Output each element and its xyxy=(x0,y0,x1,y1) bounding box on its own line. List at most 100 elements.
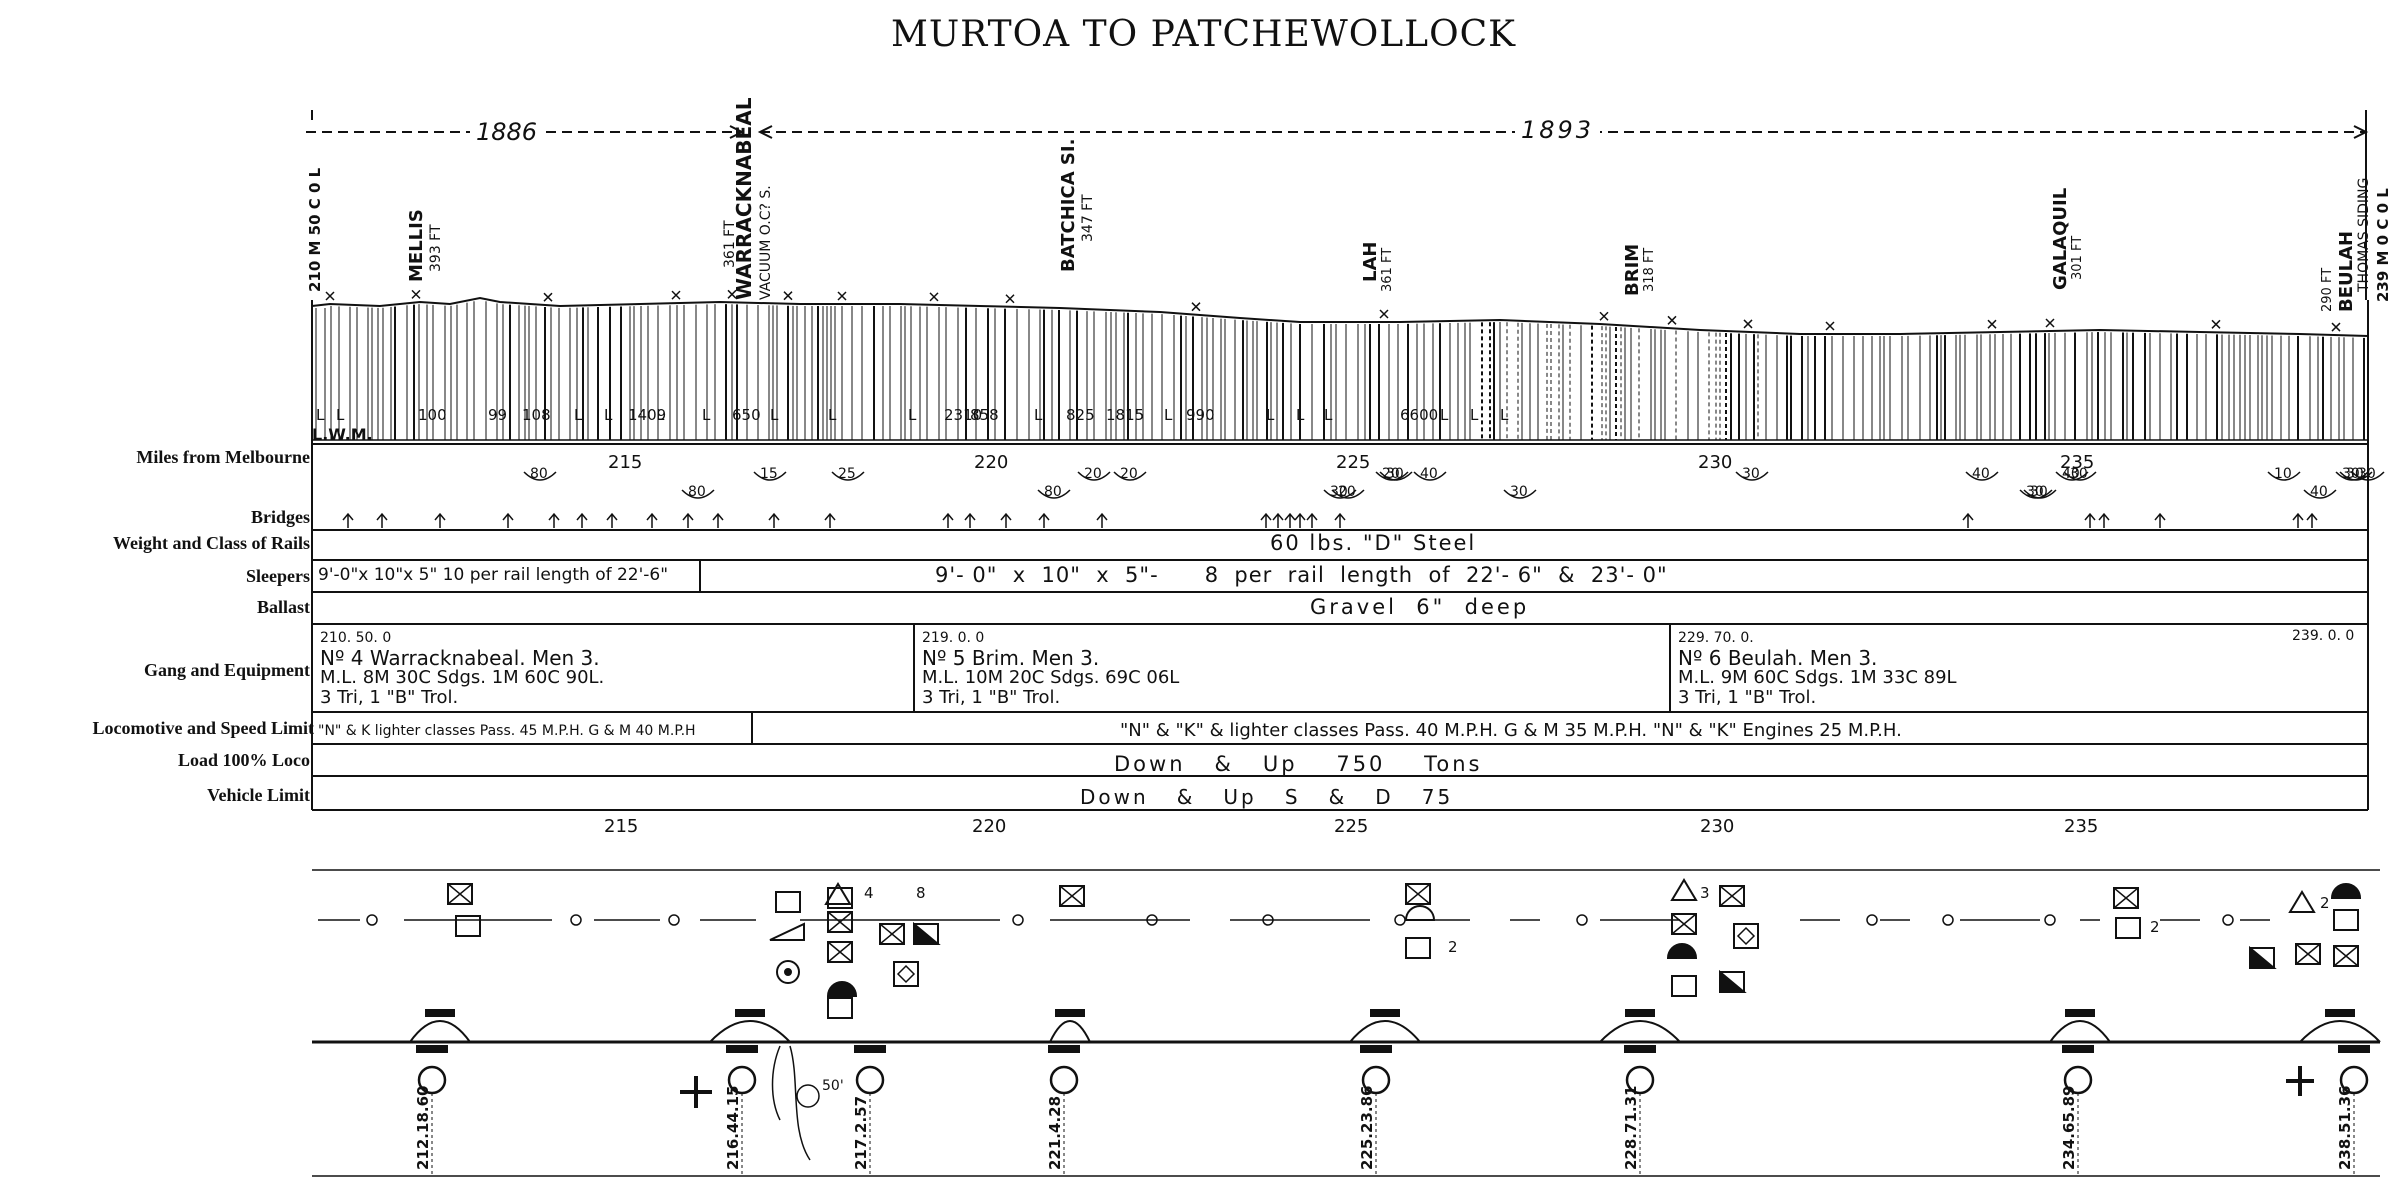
mile-mark-235: 235 xyxy=(2060,452,2095,473)
mile-mark-220: 220 xyxy=(974,452,1009,473)
speed-limit: 20 xyxy=(1338,484,1356,500)
row-label-ballast: Ballast xyxy=(256,597,310,617)
equipment-box xyxy=(827,997,853,1019)
telegraph-circle xyxy=(570,914,582,926)
speed-arc xyxy=(523,471,557,481)
yard-platform xyxy=(1625,1009,1655,1017)
equipment-diamond-frame xyxy=(1733,923,1759,949)
speed-arc xyxy=(2351,471,2385,481)
telegraph-circle xyxy=(2222,914,2234,926)
signal-count: 3 xyxy=(1700,884,1710,902)
profile-cross xyxy=(1987,319,1997,329)
yard-siding xyxy=(1049,1020,1091,1043)
equipment-cross xyxy=(447,883,473,905)
speed-limit: 30 xyxy=(2026,484,2044,500)
profile-cross xyxy=(2211,319,2221,329)
equipment-box xyxy=(455,915,481,937)
profile-label: L xyxy=(702,406,711,424)
equipment-box xyxy=(775,891,801,913)
gang-section-6: 229. 70. 0. Nº 6 Beulah. Men 3. M.L. 9M … xyxy=(1678,628,1957,708)
gang-6-title: Nº 6 Beulah. Men 3. xyxy=(1678,646,1878,670)
profile-label: 2310 xyxy=(944,406,983,424)
yard-platform xyxy=(735,1009,765,1017)
bridge-arrow xyxy=(712,512,724,528)
gang-4-title: Nº 4 Warracknabeal. Men 3. xyxy=(320,646,600,670)
speed-arc xyxy=(1379,471,1413,481)
equipment-cross xyxy=(1059,885,1085,907)
station-brim: BRIM xyxy=(1622,243,1643,296)
mile-mark-215-lower: 215 xyxy=(604,816,639,837)
start-mileage: 210 M 50 C 0 L xyxy=(306,167,324,292)
depot-cross xyxy=(680,1076,712,1108)
mile-mark-225: 225 xyxy=(1336,452,1371,473)
profile-cross xyxy=(325,291,335,301)
speed-arc xyxy=(2339,471,2373,481)
profile-label: L xyxy=(1324,406,1333,424)
profile-label: L xyxy=(1034,406,1043,424)
profile-cross xyxy=(543,292,553,302)
station-mileage: 225.23.86 xyxy=(1358,1085,1376,1170)
equipment-box xyxy=(1405,937,1431,959)
profile-label: L xyxy=(1266,406,1275,424)
gang-section-4: 210. 50. 0 Nº 4 Warracknabeal. Men 3. M.… xyxy=(320,628,604,708)
bridge-arrow xyxy=(342,512,354,528)
profile-cross xyxy=(1005,294,1015,304)
yard-siding xyxy=(1599,1020,1681,1043)
speed-limit: 40 xyxy=(2310,484,2328,500)
equipment-box xyxy=(1719,885,1745,907)
equipment-triangle xyxy=(2288,890,2316,913)
platform-mark xyxy=(1048,1045,1080,1053)
yard-siding xyxy=(1349,1020,1421,1043)
station-batchica: BATCHICA SI. xyxy=(1058,138,1079,272)
equipment-half xyxy=(913,921,941,945)
signal-count: 4 xyxy=(864,884,874,902)
profile-label: L xyxy=(1296,406,1305,424)
speed-limit: 30 xyxy=(1742,466,1760,482)
speed-limit: 80 xyxy=(1044,484,1062,500)
arrow-head xyxy=(729,125,745,139)
speed-arc xyxy=(1735,471,1769,481)
speed-arc xyxy=(1077,471,1111,481)
rails-value: 60 lbs. "D" Steel xyxy=(1270,531,1477,555)
bridge-arrow xyxy=(502,512,514,528)
profile-label: 99 xyxy=(488,406,508,424)
profile-label: 1409 xyxy=(628,406,667,424)
gang-section-5: 219. 0. 0 Nº 5 Brim. Men 3. M.L. 10M 20C… xyxy=(922,628,1179,708)
platform-mark xyxy=(416,1045,448,1053)
equipment-half xyxy=(2249,945,2277,969)
profile-cross xyxy=(1825,321,1835,331)
yard-platform xyxy=(425,1009,455,1017)
equipment-dome xyxy=(1404,905,1436,921)
bridge-arrow xyxy=(942,512,954,528)
bridge-arrow xyxy=(1294,512,1306,528)
station-mellis-height: 393 FT xyxy=(428,224,444,272)
equipment-diamond xyxy=(1736,926,1756,946)
profile-label: 100 xyxy=(418,406,447,424)
bridge-arrow xyxy=(376,512,388,528)
profile-cross xyxy=(1191,302,1201,312)
vehicle-value: Down & Up S & D 75 xyxy=(1080,785,1454,809)
gang-5-start: 219. 0. 0 xyxy=(922,630,985,646)
bridge-arrow xyxy=(606,512,618,528)
station-mileage: 234.65.89 xyxy=(2060,1085,2078,1170)
equipment-target xyxy=(776,960,800,984)
equipment-cross xyxy=(879,923,905,945)
equipment-box xyxy=(2113,887,2139,909)
bridge-arrow xyxy=(548,512,560,528)
telegraph-circle xyxy=(1012,914,1024,926)
mile-mark-235-lower: 235 xyxy=(2064,816,2099,837)
profile-cross xyxy=(929,292,939,302)
mile-mark-220-lower: 220 xyxy=(972,816,1007,837)
profile-label: 858 xyxy=(970,406,999,424)
profile-label: L xyxy=(1500,406,1509,424)
row-label-miles: Miles from Melbourne xyxy=(136,447,310,467)
mile-mark-230: 230 xyxy=(1698,452,1733,473)
station-batchica-height: 347 FT xyxy=(1080,194,1096,242)
equipment-box xyxy=(2333,945,2359,967)
station-lah-height: 361 FT xyxy=(1380,247,1395,292)
telegraph-circle xyxy=(366,914,378,926)
equipment-triangle xyxy=(824,882,852,905)
branch-line xyxy=(789,1045,811,1161)
equipment-cross xyxy=(1405,883,1431,905)
depot-cross xyxy=(2286,1066,2314,1096)
